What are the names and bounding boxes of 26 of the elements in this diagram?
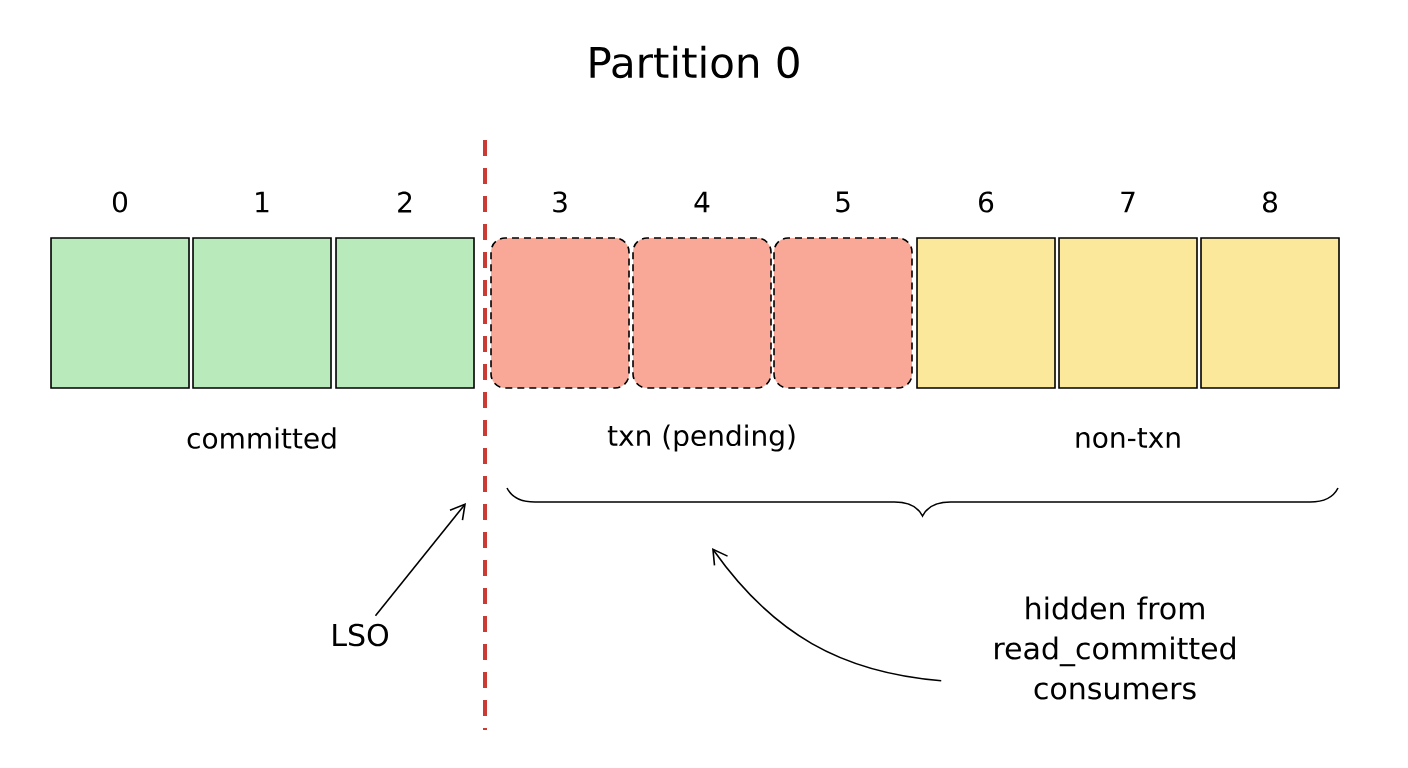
- annotation-text: LSO: [333, 623, 388, 647]
- log-cell: 7: [1058, 191, 1198, 389]
- log-cell: 1: [192, 191, 332, 389]
- node-label: 8: [1263, 191, 1277, 213]
- group-label: txn (pending): [607, 424, 795, 452]
- node-label: 3: [553, 191, 567, 213]
- log-cell: 0: [50, 191, 190, 389]
- log-cell: 3: [490, 191, 630, 389]
- node-label: 2: [398, 191, 412, 213]
- log-cell: 4: [632, 191, 772, 389]
- node-label: 6: [979, 191, 994, 213]
- arrow: [712, 548, 942, 682]
- log-cell: 8: [1200, 191, 1340, 389]
- log-cell: 5: [773, 191, 913, 389]
- node-label: 7: [1121, 191, 1135, 213]
- log-cell: 6: [916, 191, 1056, 389]
- arrow: [374, 503, 466, 617]
- node-label: 5: [836, 191, 850, 213]
- group-label: committed: [187, 427, 336, 449]
- title: Partition 0: [590, 45, 799, 79]
- annotation-text: hidden from read_committed consumers: [995, 596, 1235, 700]
- node-label: 1: [256, 191, 269, 213]
- node-label: 0: [112, 191, 128, 213]
- node-label: 4: [694, 191, 710, 213]
- log-cell: 2: [335, 191, 475, 389]
- group-label: non-txn: [1076, 428, 1180, 448]
